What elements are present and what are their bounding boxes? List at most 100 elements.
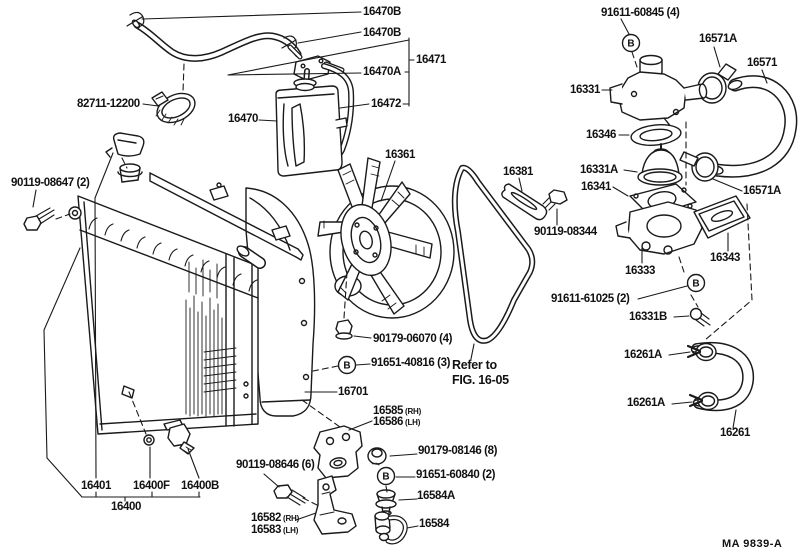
part-number: 91611-60845 (4): [601, 7, 680, 19]
water-outlet-assembly: [542, 54, 798, 412]
support-bracket-upper: [313, 425, 363, 479]
worm-clamp: [151, 91, 196, 126]
part-label-16346-15: 16346: [586, 129, 616, 141]
part-label-16341-17: 16341: [581, 181, 611, 193]
part-label-16571a-13: 16571A: [699, 33, 737, 45]
part-number: 16571A: [743, 185, 781, 197]
part-number: 16701: [338, 386, 368, 398]
water-inlet-housing: [615, 201, 703, 255]
part-label-90179-08146-8--31: 90179-08146 (8): [418, 445, 497, 457]
bolt-icon: [23, 207, 55, 231]
part-label-90119-08647-2--7: 90119-08647 (2): [11, 177, 90, 189]
part-label-90119-08646-6--35: 90119-08646 (6): [236, 459, 315, 471]
part-number: 16470B: [363, 6, 401, 18]
part-number: 16583: [251, 524, 281, 536]
spring-clamp: [688, 391, 719, 411]
leader-lines: [32, 11, 768, 529]
part-number: 16586: [373, 416, 403, 428]
bolt-icon: [273, 484, 306, 506]
part-label-82711-12200-5: 82711-12200: [77, 98, 140, 110]
part-number: 90119-08647 (2): [11, 177, 90, 189]
radiator: [68, 163, 266, 435]
part-number: 16470A: [363, 66, 401, 78]
upper-support-bar: [149, 172, 304, 261]
part-label-16586-30: 16586(LH): [373, 416, 420, 429]
slotted-link: [501, 183, 548, 221]
part-number: 91651-60840 (2): [416, 469, 496, 481]
drain-boss: [121, 385, 135, 399]
part-label-16331b-22: 16331B: [629, 311, 667, 323]
grommet-icon: [367, 447, 387, 466]
side-gasket: [693, 195, 751, 239]
part-number: 16381: [503, 166, 533, 178]
part-number: 82711-12200: [77, 98, 140, 110]
part-label-16400b-40: 16400B: [181, 480, 219, 492]
part-label-91651-60840-2--32: 91651-60840 (2): [416, 469, 495, 481]
part-side-suffix: (LH): [282, 526, 299, 535]
bolt-symbol-markers: [337, 33, 706, 486]
part-label-16381-9: 16381: [503, 166, 533, 178]
part-number: 16261A: [624, 349, 662, 361]
part-label-16571a-18: 16571A: [743, 185, 781, 197]
part-label-91651-40816-3--27: 91651-40816 (3): [371, 357, 450, 369]
part-label-91611-61025-2--21: 91611-61025 (2): [551, 293, 630, 305]
part-number: 16584: [419, 518, 449, 530]
drive-belt: [451, 164, 536, 344]
radiator-tank-ribs: [88, 217, 258, 292]
part-number: 16471: [416, 54, 446, 66]
part-label-16471-2: 16471: [416, 54, 446, 66]
part-label-16470a-3: 16470A: [363, 66, 401, 78]
part-number: 16582: [251, 512, 281, 524]
nut-icon: [335, 319, 353, 340]
part-number: 16361: [385, 149, 415, 161]
part-number: 16331A: [580, 164, 618, 176]
part-label-90119-08344-10: 90119-08344: [534, 226, 597, 238]
cooling-fan: [317, 157, 433, 315]
part-number: 90179-08146 (8): [418, 445, 498, 457]
hook-bracket: [374, 511, 408, 545]
part-label-16331a-16: 16331A: [580, 164, 618, 176]
part-label-16333-19: 16333: [625, 265, 655, 277]
spring-clamp: [686, 342, 717, 362]
part-number: 16470: [228, 113, 258, 125]
refer-note-line1: Refer to: [452, 358, 497, 372]
part-number: 16584A: [417, 490, 455, 502]
outlet-gasket: [630, 124, 682, 146]
stud-bolt-icon: [689, 307, 711, 327]
part-number: 90119-08646 (6): [236, 459, 315, 471]
part-label-16583-37: 16583(LH): [251, 524, 298, 537]
bolt-symbol-b: B: [382, 472, 389, 483]
fan-shroud: [245, 187, 316, 417]
dashed-lines: [55, 51, 753, 506]
thermostat: [637, 143, 683, 186]
part-number: 16472: [371, 98, 401, 110]
part-number: 16261A: [627, 397, 665, 409]
reserve-tank-assembly: [105, 11, 355, 177]
part-label-16401-38: 16401: [81, 480, 111, 492]
figure-code: MA 9839-A: [722, 538, 783, 550]
bottom-parts: [23, 183, 548, 545]
hose-clamp: [679, 151, 719, 182]
radiator-core-fins: [185, 259, 237, 417]
part-number: 16571: [747, 57, 777, 69]
part-label-16470b-0: 16470B: [363, 6, 401, 18]
part-number: 16331B: [629, 311, 667, 323]
radiator-inlet-pipe: [236, 245, 266, 269]
reservoir-cap: [105, 132, 145, 158]
water-outlet: [609, 54, 708, 131]
part-label-16261a-23: 16261A: [624, 349, 662, 361]
part-number: 16470B: [363, 27, 401, 39]
hose-clip-icon: [126, 11, 145, 28]
refer-note-line2: FIG. 16-05: [452, 373, 509, 387]
support-bracket-lower: [313, 475, 357, 535]
part-label-16584-34: 16584: [419, 518, 449, 530]
part-number: 16400B: [181, 480, 219, 492]
part-number: 16571A: [699, 33, 737, 45]
o-ring-icon: [143, 434, 155, 446]
bolt-icon: [542, 189, 568, 211]
bolt-symbol-b: B: [627, 39, 634, 50]
part-label-16331-12: 16331: [570, 84, 600, 96]
part-label-16585-29: 16585(RH): [373, 405, 421, 418]
